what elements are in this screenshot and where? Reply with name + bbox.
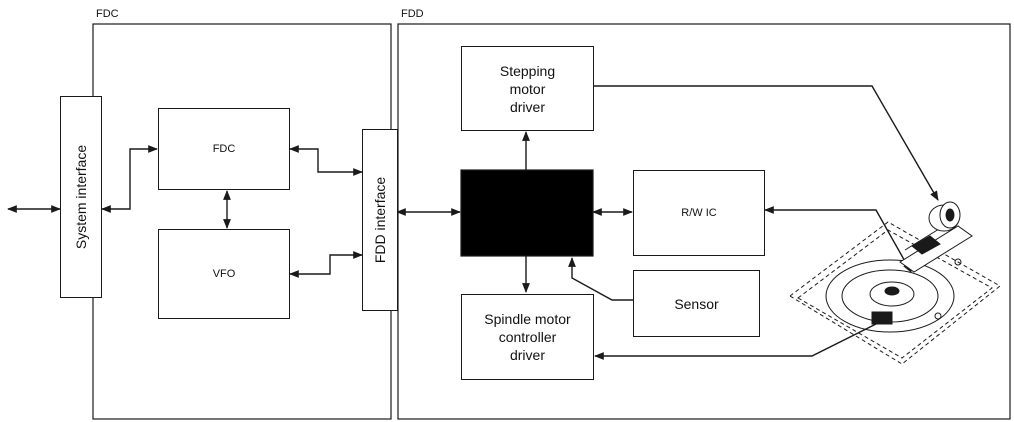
vfo-block: VFO: [158, 229, 290, 319]
rw-ic-block: R/W IC: [633, 170, 765, 256]
head-arm: [911, 235, 941, 255]
arrow-sensor-controller: [568, 257, 633, 301]
fdc-chip-label: FDC: [212, 143, 236, 155]
stepping-motor-driver-label: Stepping motor driver: [499, 62, 556, 115]
fdc-chip-block: FDC: [158, 108, 290, 190]
mount-screw-2: [954, 258, 962, 266]
system-interface-block: System interface: [60, 96, 102, 298]
arrow-vfo-fddif: [289, 251, 363, 278]
drive-base-plate: [789, 221, 1001, 365]
fdd-panel: [397, 23, 1011, 420]
controller-block: [460, 169, 594, 257]
fdd-interface-label: FDD interface: [372, 176, 388, 264]
spindle-motor-mount: [871, 311, 893, 325]
arrow-stepping-motor: [594, 85, 939, 201]
vfo-label: VFO: [212, 268, 236, 280]
stepping-motor-driver-block: Stepping motor driver: [461, 46, 594, 131]
head-carriage: [899, 225, 973, 273]
arrow-system-fdc: [101, 145, 158, 213]
arrow-spindle-return: [594, 321, 881, 360]
stepper-motor-shaft: [945, 208, 955, 222]
arrow-rwic-head: [764, 206, 912, 273]
spindle-center: [884, 286, 900, 296]
rw-ic-label: R/W IC: [681, 207, 717, 219]
spindle-motor-driver-label: Spindle motor controller driver: [484, 311, 571, 363]
mount-screw-1: [934, 312, 942, 320]
disk-platter: [825, 259, 955, 333]
system-interface-label: System interface: [73, 144, 89, 250]
arrow-fdc-fddif: [289, 145, 363, 176]
drive-mechanism-illustration: [789, 201, 1001, 365]
fdc-panel-label: FDC: [96, 8, 119, 20]
drive-base-plate-inner: [797, 229, 993, 359]
sensor-block: Sensor: [633, 270, 760, 337]
spindle-motor-driver-block: Spindle motor controller driver: [461, 294, 594, 380]
fdc-panel: [92, 23, 392, 420]
fdd-interface-block: FDD interface: [362, 129, 398, 311]
fdd-panel-label: FDD: [401, 8, 424, 20]
sensor-label: Sensor: [674, 295, 719, 312]
